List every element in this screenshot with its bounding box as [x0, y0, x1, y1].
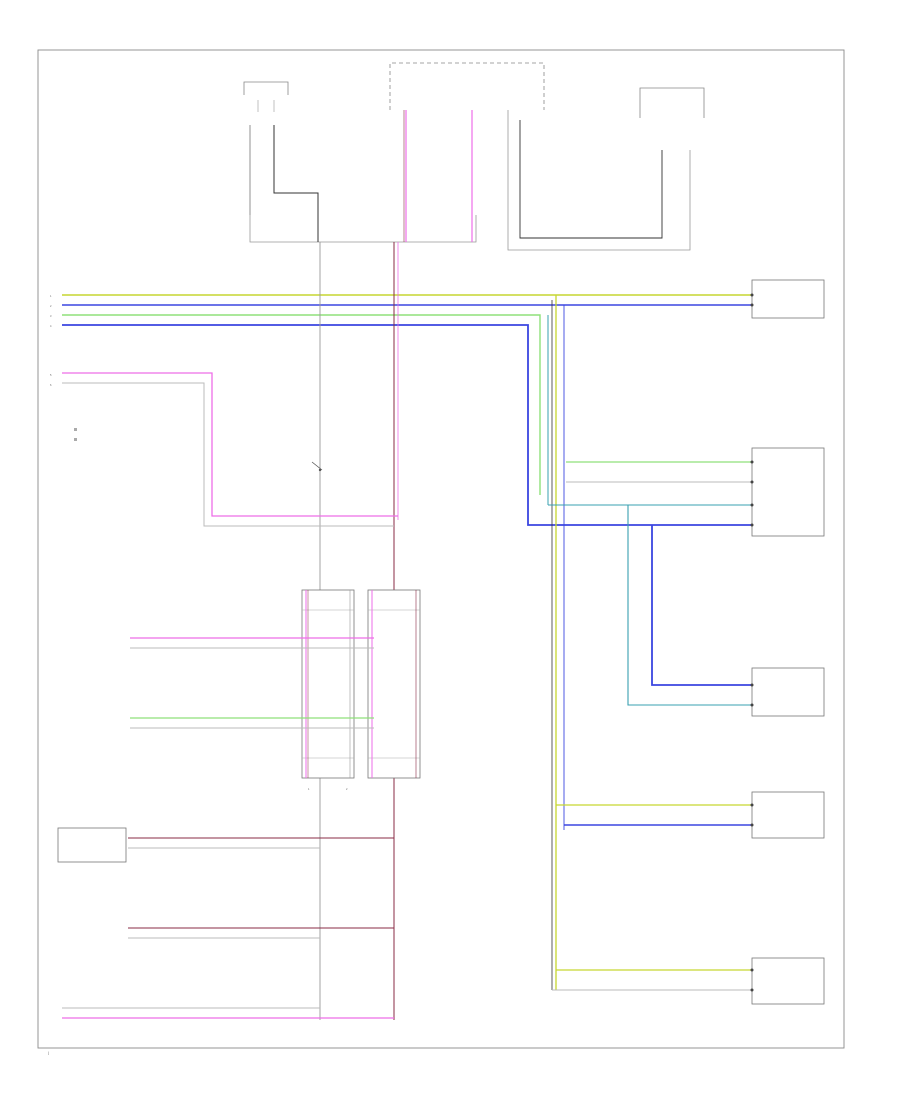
legend-notes: [74, 428, 77, 441]
right-module-1: [750, 279, 825, 319]
left-inline-block: [301, 589, 355, 779]
left-pin-3: 3: [50, 314, 52, 318]
white-loop-wire: [62, 382, 394, 527]
left-pin-5: 5: [50, 373, 52, 377]
right-module-2: [548, 447, 825, 537]
top-right-connector: [639, 87, 705, 118]
top-right-loop-inner: [519, 120, 663, 239]
right-inline-block: [367, 589, 421, 779]
bottom-pin-1: 1: [308, 787, 310, 791]
top-center-connector: [389, 62, 545, 110]
right-module-3: [750, 667, 825, 717]
right-module-5: [552, 957, 825, 1005]
diagram-frame: [37, 49, 845, 1049]
right-module-4: [556, 791, 825, 839]
pink-loop-wire: [62, 372, 398, 517]
left-pin-1: 1: [50, 294, 52, 298]
top-junction-bar: [249, 215, 477, 243]
lower-left-module-1: [57, 827, 127, 863]
top-left-connector: [243, 81, 289, 112]
top-right-loop: [507, 110, 691, 251]
bus-wires: [62, 294, 752, 990]
corner-mark: (: [48, 1051, 50, 1055]
switch-symbol: [311, 461, 323, 472]
left-pin-4: 4: [50, 324, 52, 328]
left-pin-2: 2: [50, 304, 52, 308]
left-pin-6: 6: [50, 383, 52, 387]
bottom-pin-2: 2: [346, 787, 348, 791]
